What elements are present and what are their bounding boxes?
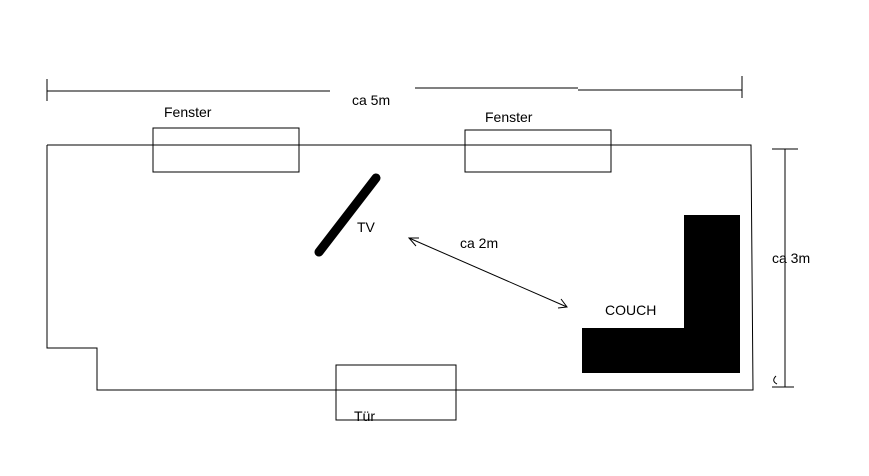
- distance-label: ca 2m: [460, 235, 498, 251]
- tv-label: TV: [357, 219, 376, 235]
- window-right: [464, 129, 612, 173]
- door-label: Tür: [354, 408, 375, 424]
- window-left-label: Fenster: [164, 104, 212, 120]
- tv-shape: [314, 173, 381, 257]
- window-right-label: Fenster: [485, 109, 533, 125]
- window-left: [152, 127, 300, 173]
- couch-shape: [582, 215, 740, 373]
- width-dimension: [46, 76, 743, 101]
- height-label: ca 3m: [772, 250, 810, 266]
- couch-label: COUCH: [605, 302, 656, 318]
- distance-arrow: [407, 237, 568, 309]
- room-outline: [46, 144, 754, 391]
- height-dimension: [772, 148, 798, 388]
- width-label: ca 5m: [352, 92, 390, 108]
- door: [335, 364, 457, 421]
